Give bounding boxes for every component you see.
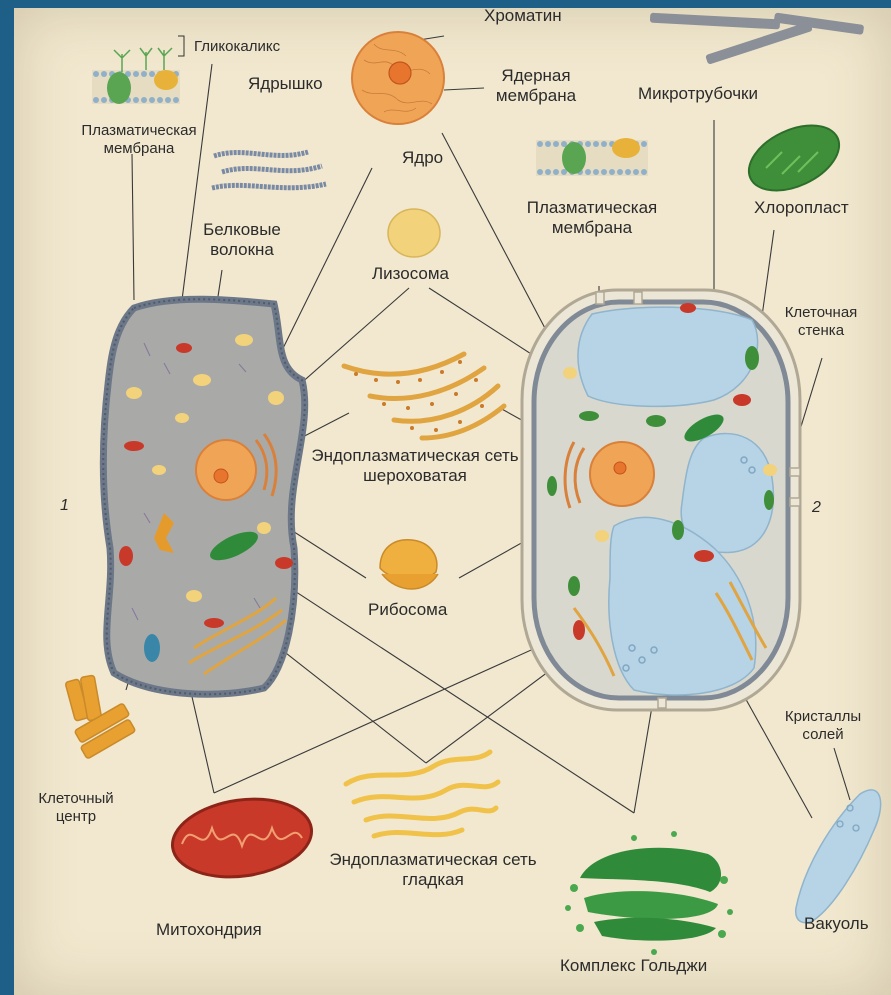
label-glycocalyx: Гликокаликс [194,38,280,56]
microtubules-detail [650,12,864,64]
label-cell-number-animal: 1 [60,496,69,516]
glycocalyx-membrane-detail [92,36,184,104]
mitochondrion-detail [167,791,316,886]
animal-cell-body [103,299,305,694]
plant-membrane-detail [536,138,648,176]
label-plasma-membrane-plant: Плазматическая мембрана [502,198,682,238]
chloroplast-detail [739,112,850,203]
diagram-page: Хроматин Гликокаликс Ядрышко Ядерная мем… [14,8,891,995]
ribosome-detail [380,540,438,589]
smooth-er-detail [346,752,498,836]
label-chromatin: Хроматин [484,6,562,26]
animal-cell [103,299,305,694]
label-nucleolus: Ядрышко [248,74,323,94]
label-rough-er: Эндоплазматическая сеть шероховатая [300,446,530,486]
label-smooth-er: Эндоплазматическая сеть гладкая [318,850,548,890]
label-golgi: Комплекс Гольджи [560,956,707,976]
label-lysosome: Лизосома [372,264,449,284]
vacuole-detail [796,790,881,923]
label-cell-wall: Клеточная стенка [776,304,866,340]
label-nucleus: Ядро [402,148,443,168]
label-protein-fibers: Белковые волокна [200,220,284,260]
label-vacuole: Вакуоль [804,914,869,934]
label-cell-number-plant: 2 [812,498,821,518]
nucleus-detail [352,32,444,124]
plant-cell [522,290,800,710]
cell-center-detail [65,675,136,759]
label-ribosome: Рибосома [368,600,447,620]
label-nuclear-membrane: Ядерная мембрана [488,66,584,106]
protein-fibers-detail [212,152,326,188]
label-mitochondrion: Митохондрия [156,920,262,940]
label-cell-center: Клеточный центр [26,790,126,826]
lysosome-detail [388,209,440,257]
label-microtubules: Микротрубочки [638,84,758,104]
rough-er-detail [344,354,504,438]
label-chloroplast: Хлоропласт [754,198,849,218]
golgi-detail [565,831,733,955]
label-plasma-membrane-animal: Плазматическая мембрана [64,122,214,158]
label-salt-crystals: Кристаллы солей [778,708,868,744]
